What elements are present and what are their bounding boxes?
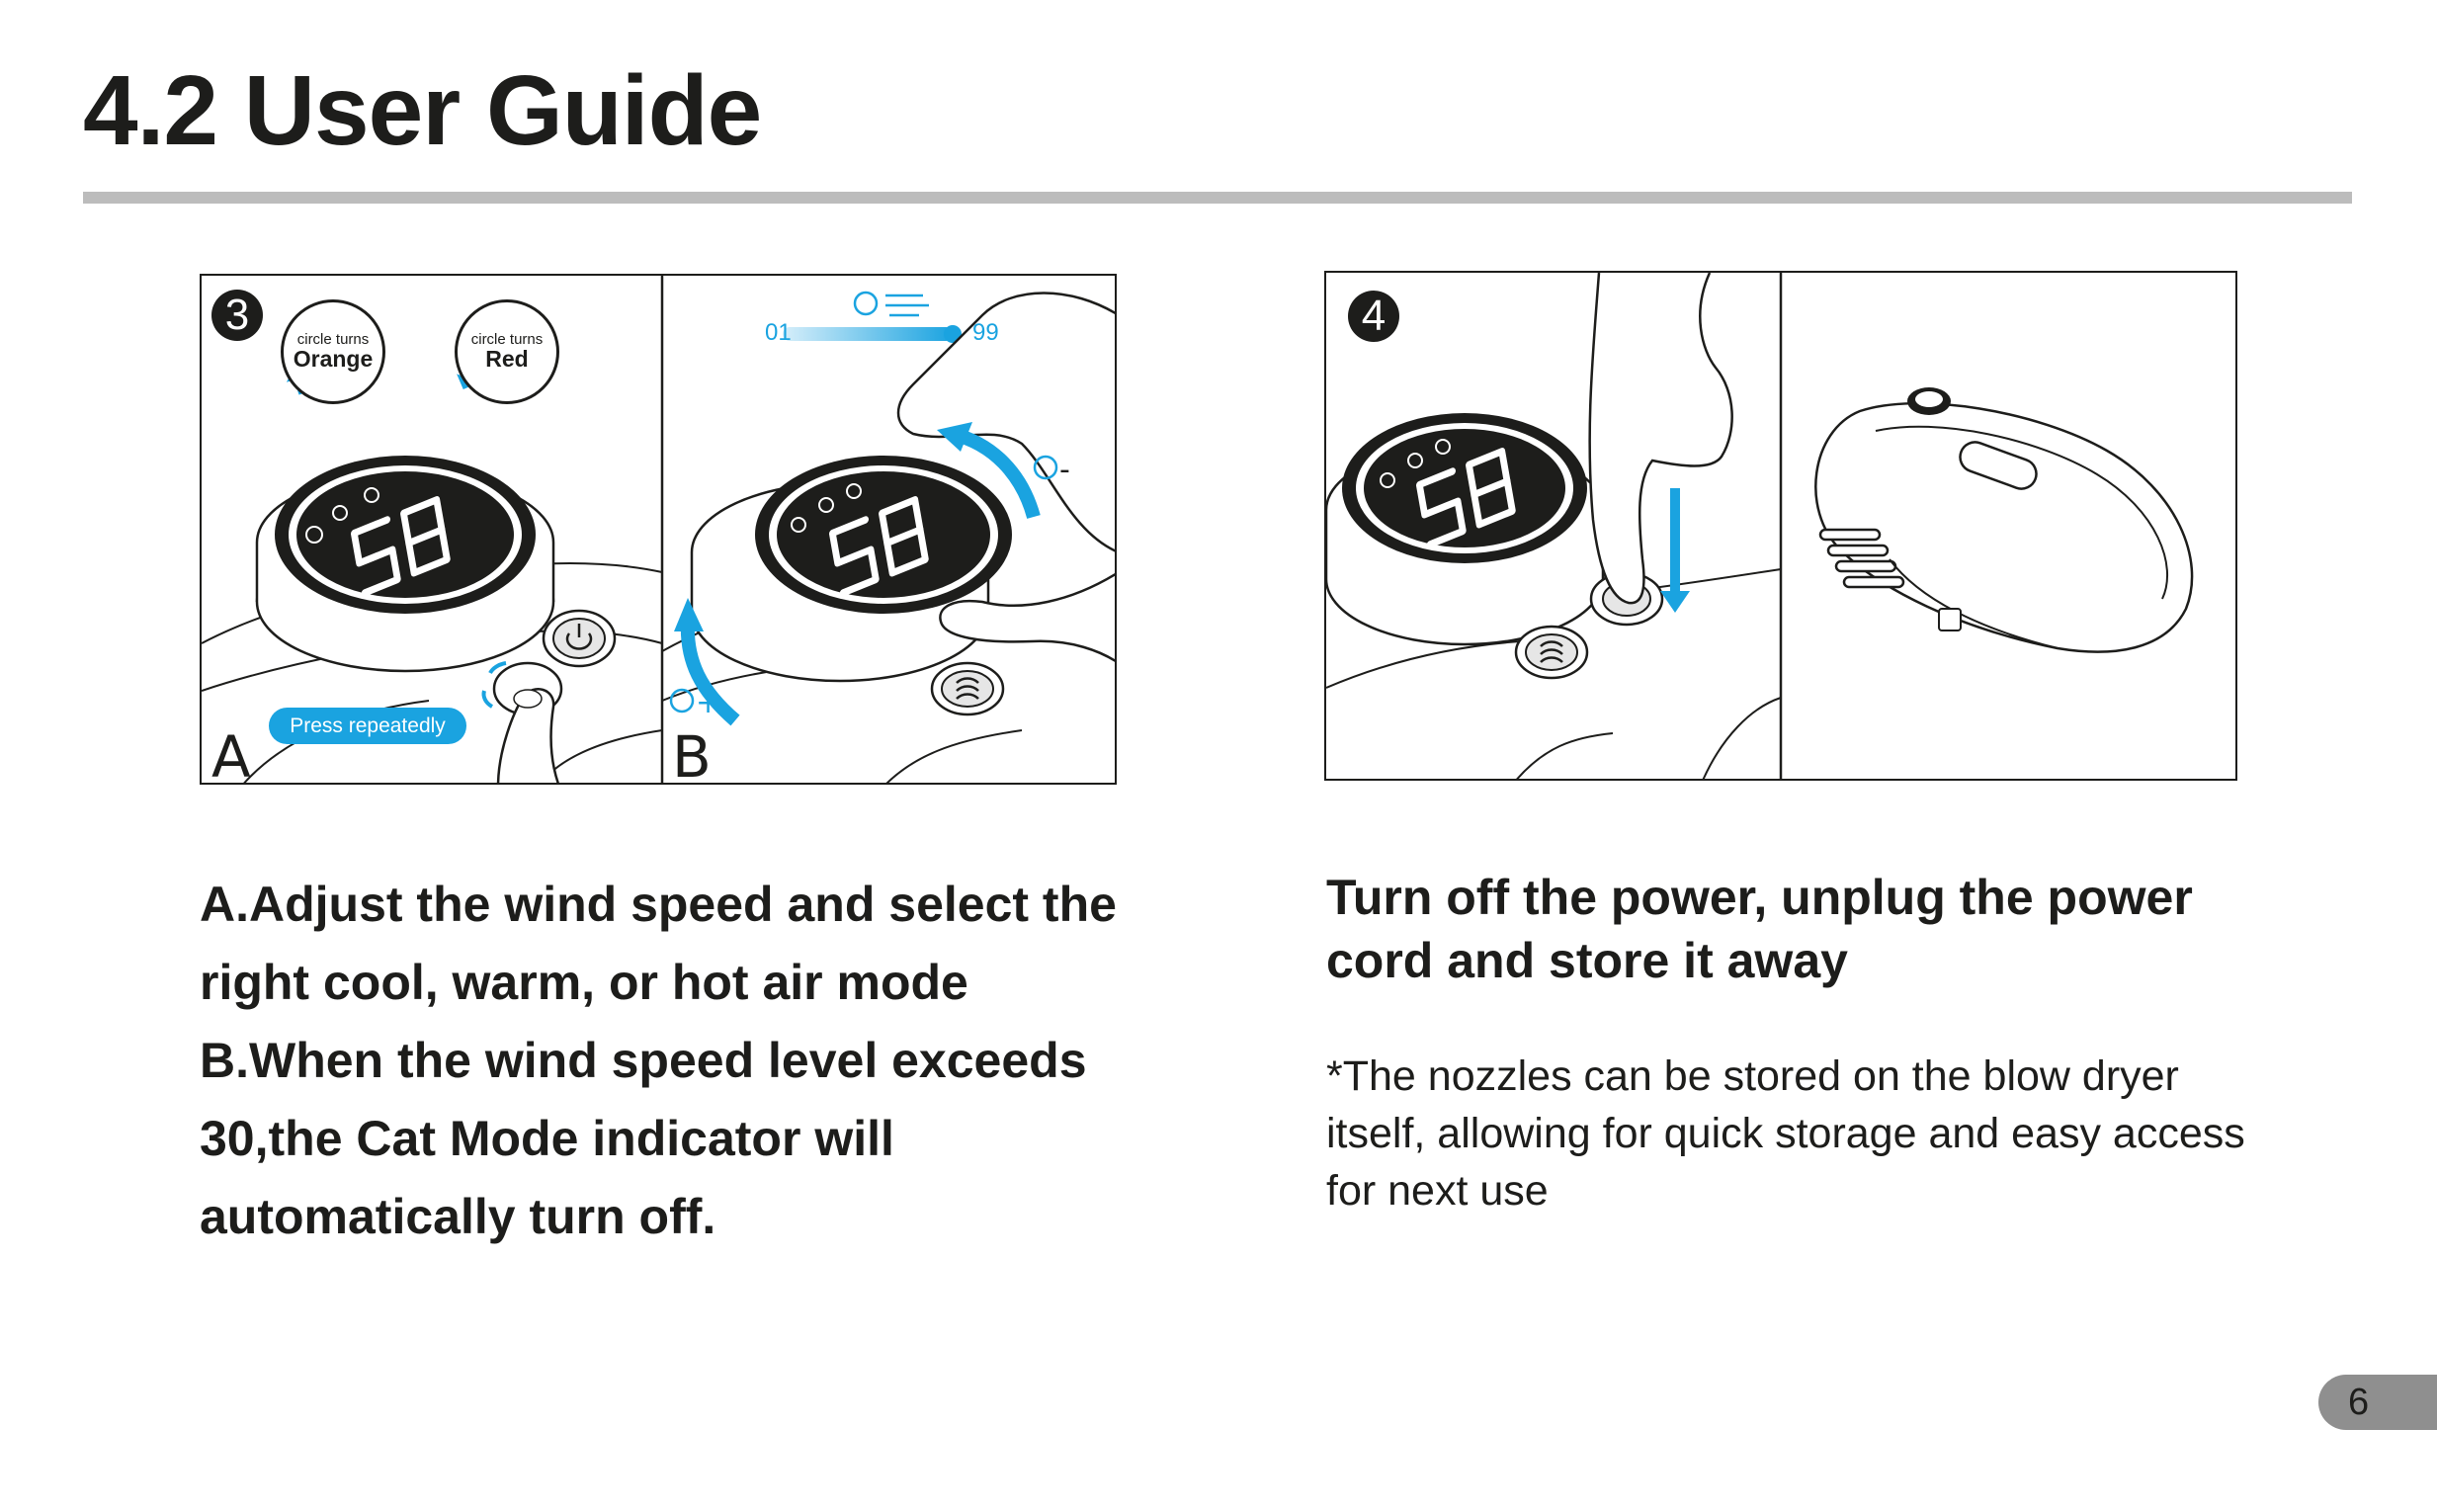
step-badge: 4 xyxy=(1348,291,1399,342)
heat-icon xyxy=(956,677,979,700)
power-icon xyxy=(565,632,593,650)
fan-icon xyxy=(853,291,879,316)
title-divider xyxy=(83,192,2352,204)
step4-drawing xyxy=(1326,273,2194,779)
step4-device xyxy=(1326,273,1782,779)
slider-min-label: 01 xyxy=(765,319,792,346)
svg-text:+: + xyxy=(696,686,720,720)
bubble-red-big: Red xyxy=(485,346,529,373)
bubble-red: circle turns Red xyxy=(455,299,559,404)
bubble-orange-small: circle turns xyxy=(296,331,370,349)
panel-a-letter: A xyxy=(211,723,251,785)
stored-dryer-drawing xyxy=(1814,387,2194,653)
instruction-a: A.Adjust the wind speed and select the r… xyxy=(200,877,1117,1010)
press-repeatedly-label: Press repeatedly xyxy=(269,708,466,744)
step4-illustration: 4 xyxy=(1324,271,2237,781)
fan-icon xyxy=(669,688,695,714)
page-title: 4.2 User Guide xyxy=(83,55,762,166)
arrow-icon xyxy=(1670,488,1680,597)
hand-drawing xyxy=(896,292,1115,552)
slider-max-label: 99 xyxy=(972,319,999,346)
step4-note: *The nozzles can be stored on the blow d… xyxy=(1326,1052,2245,1215)
finger-drawing xyxy=(496,688,559,783)
bubble-orange: circle turns Orange xyxy=(281,299,385,404)
bubble-red-small: circle turns xyxy=(470,331,544,349)
panel-b-device: + - xyxy=(661,291,1115,783)
panel-b-letter: B xyxy=(672,723,712,785)
wind-speed-slider xyxy=(783,327,953,341)
panel-a-device xyxy=(202,337,663,783)
step3-illustration: + - 3 circle turns Orange circle turns R… xyxy=(200,274,1117,785)
heat-icon xyxy=(1540,640,1563,663)
finger-drawing xyxy=(1588,273,1733,605)
instruction-b: B.When the wind speed level exceeds 30,t… xyxy=(200,1033,1087,1244)
step3-drawing: + - xyxy=(202,276,1115,783)
step4-title: Turn off the power, unplug the power cor… xyxy=(1326,870,2193,988)
wind-icon xyxy=(885,294,929,317)
bubble-orange-big: Orange xyxy=(293,346,374,373)
page-number: 6 xyxy=(2318,1375,2437,1430)
step3-instructions: A.Adjust the wind speed and select the r… xyxy=(200,866,1129,1256)
svg-text:-: - xyxy=(1059,453,1070,487)
fan-icon xyxy=(1033,455,1058,480)
step-badge: 3 xyxy=(211,290,263,341)
